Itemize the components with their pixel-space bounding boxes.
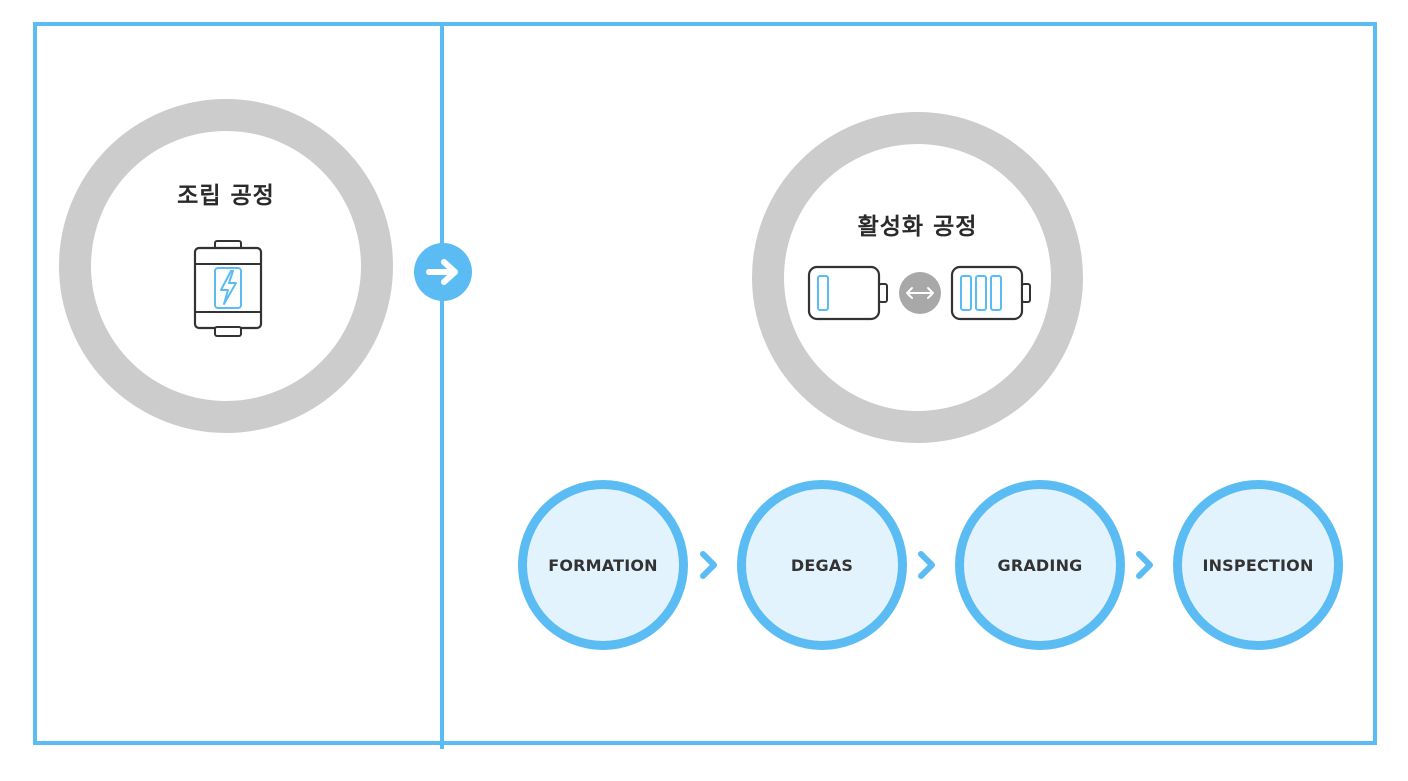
arrow-right-circle-icon [412,241,474,303]
chevron-right-icon [698,550,720,584]
step-grading: GRADING [955,480,1125,650]
step-label: INSPECTION [1202,555,1314,575]
panel-divider [440,22,444,749]
step-formation: FORMATION [518,480,688,650]
battery-charge-cycle-icon [806,264,1040,324]
step-label: FORMATION [548,555,658,575]
chevron-right-icon [916,550,938,584]
step-inspection: INSPECTION [1173,480,1343,650]
assembly-process-title: 조립 공정 [177,183,275,209]
step-label: DEGAS [790,555,854,575]
step-label: GRADING [997,555,1083,575]
activation-process-title: 활성화 공정 [857,214,978,240]
step-degas: DEGAS [737,480,907,650]
diagram-frame [33,22,1377,745]
chevron-right-icon [1134,550,1156,584]
battery-charging-icon [193,240,263,338]
